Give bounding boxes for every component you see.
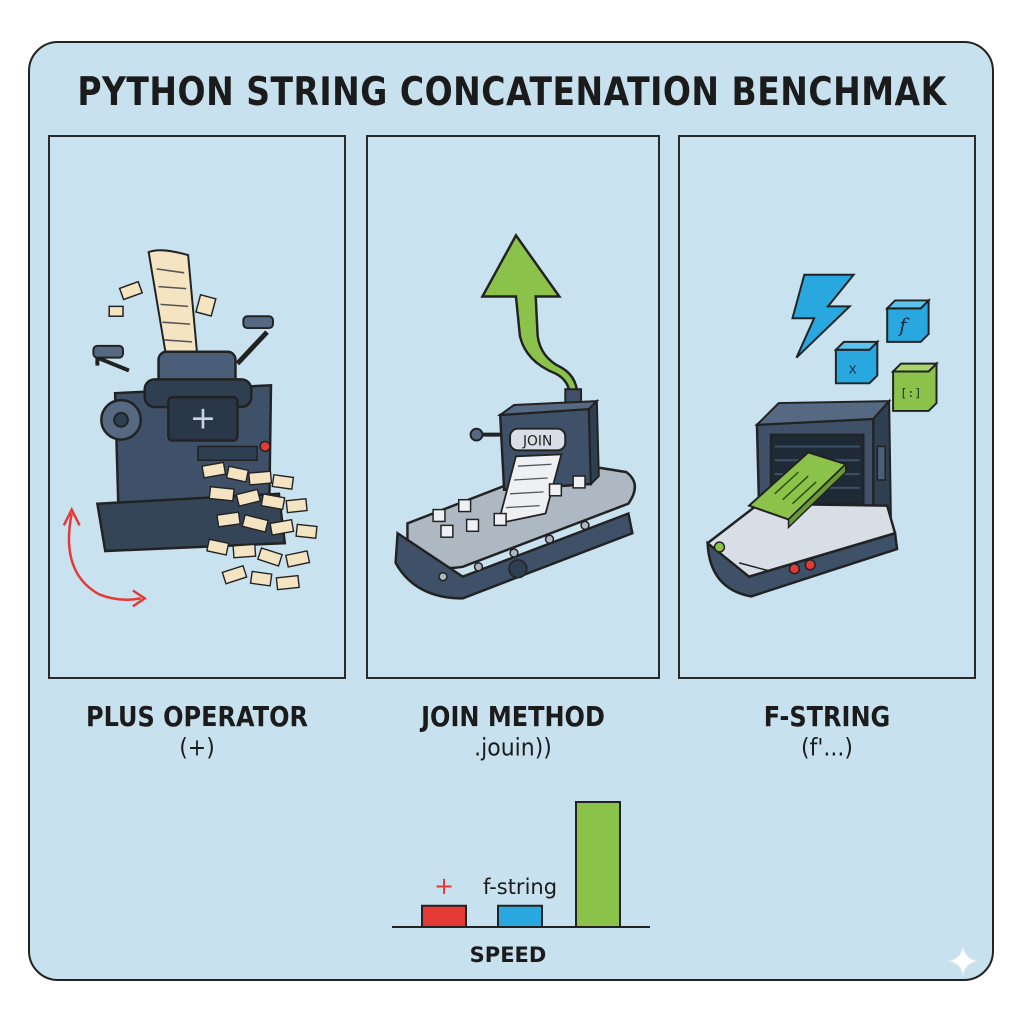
- lightning-bolt-icon: [791, 273, 856, 359]
- speed-bar-label-0: +: [434, 872, 454, 900]
- f-string-sublabel: (f'...): [801, 734, 853, 763]
- page-title: PYTHON STRING CONCATENATION BENCHMAK: [77, 68, 947, 115]
- sparkle-icon: [947, 945, 979, 977]
- speed-bar-1: [497, 904, 543, 928]
- plus-operator-machine-illustration: +: [62, 249, 318, 608]
- up-arrow-icon: [480, 233, 583, 412]
- bracket-block-icon: [:]: [890, 361, 939, 412]
- f-string-label: F-STRING: [763, 700, 891, 734]
- join-method-machine-illustration: JOIN: [394, 233, 637, 600]
- rotation-arrow-icon: [62, 506, 147, 608]
- plus-symbol: +: [190, 401, 216, 437]
- speed-bar-label-1: f-string: [483, 875, 557, 899]
- plus-operator-sublabel: (+): [179, 734, 215, 763]
- join-machine-label: JOIN: [522, 433, 552, 449]
- f-string-machine-illustration: f x [:]: [706, 273, 939, 598]
- x-block-icon: x: [833, 339, 880, 385]
- panel-join-method: JOIN: [366, 135, 660, 679]
- speed-bar-0: [421, 904, 467, 928]
- svg-text:x: x: [848, 361, 856, 377]
- panel-plus-operator: +: [48, 135, 346, 679]
- join-method-sublabel: .jouin)): [474, 734, 552, 763]
- join-method-label: JOIN METHOD: [421, 700, 605, 734]
- f-block-icon: f: [884, 298, 931, 343]
- panel-f-string: f x [:]: [678, 135, 976, 679]
- speed-axis-label: SPEED: [470, 943, 547, 967]
- svg-text:[:]: [:]: [900, 386, 921, 400]
- plus-operator-label: PLUS OPERATOR: [86, 700, 308, 734]
- speed-bar-2: [575, 801, 621, 928]
